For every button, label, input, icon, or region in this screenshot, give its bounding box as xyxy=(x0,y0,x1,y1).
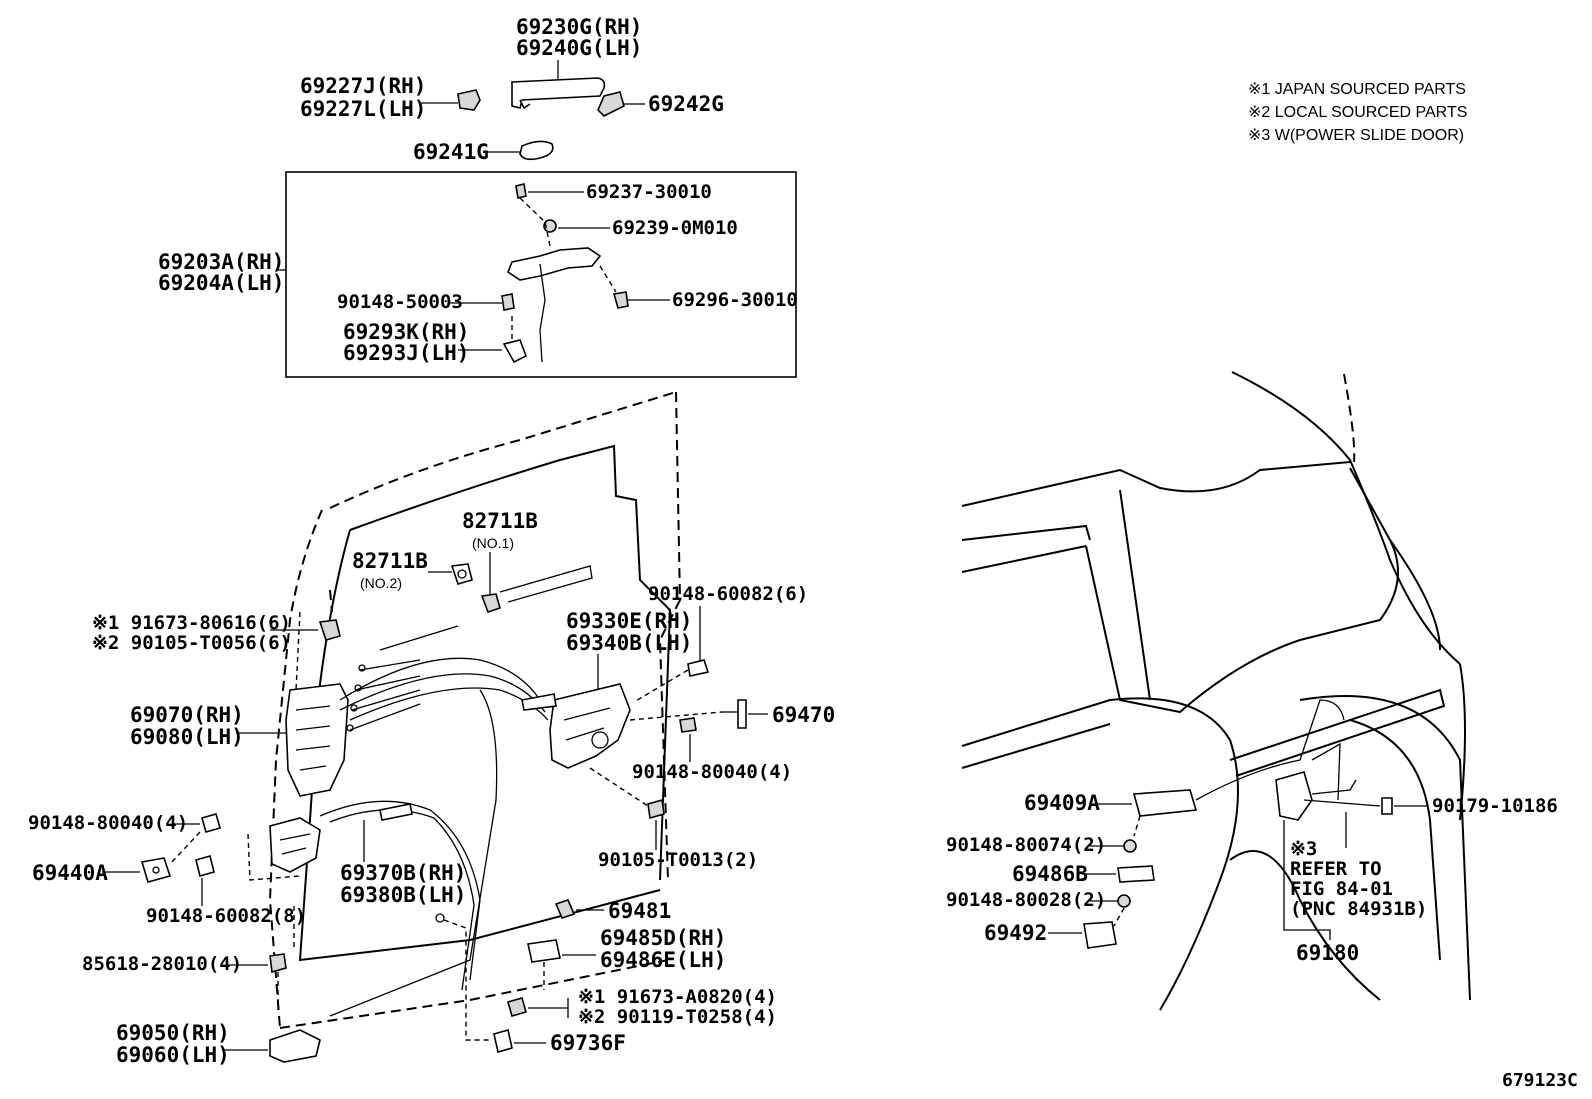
label-69492: 69492 xyxy=(984,921,1047,945)
lower-middle-group: 69481 69485D(RH) 69486E(LH) ※1 91673-A08… xyxy=(435,899,777,1055)
label-90148-80040-4-left: 90148-80040(4) xyxy=(28,812,188,834)
legend-notes: ※1 JAPAN SOURCED PARTS ※2 LOCAL SOURCED … xyxy=(1248,81,1467,144)
label-fig-84-01: FIG 84-01 xyxy=(1290,878,1393,900)
label-69293J: 69293J(LH) xyxy=(343,341,469,365)
label-90148-60082-8: 90148-60082(8) xyxy=(146,905,306,927)
label-69240G: 69240G(LH) xyxy=(516,36,642,60)
label-90148-50003: 90148-50003 xyxy=(337,291,463,313)
label-69470: 69470 xyxy=(772,703,835,727)
lower-left-group: 90148-80040(4) 69440A 90148-60082(8) 693… xyxy=(28,812,466,1067)
label-85618-28010: 85618-28010(4) xyxy=(82,953,242,975)
vehicle-body-outline xyxy=(961,371,1471,1011)
label-69080: 69080(LH) xyxy=(130,725,244,749)
closer-part xyxy=(1275,771,1313,821)
label-69370B: 69370B(RH) xyxy=(340,861,466,885)
stopper-part xyxy=(527,939,561,963)
label-69293K: 69293K(RH) xyxy=(343,320,469,344)
label-69230G: 69230G(RH) xyxy=(516,15,642,39)
lock-group: ※1 91673-80616(6) ※2 90105-T0056(6) 6907… xyxy=(92,611,421,797)
label-90179-10186: 90179-10186 xyxy=(1432,795,1558,817)
label-69409A: 69409A xyxy=(1024,791,1100,815)
rear-lock-part xyxy=(549,683,631,769)
label-82711B-no2: 82711B xyxy=(352,549,428,573)
label-69180: 69180 xyxy=(1296,941,1359,965)
striker-part xyxy=(1083,921,1117,949)
label-69736F: 69736F xyxy=(550,1031,626,1055)
label-82711B-no2-sub: (NO.2) xyxy=(360,575,402,591)
label-69237-30010: 69237-30010 xyxy=(586,181,712,203)
label-82711B-no1-sub: (NO.1) xyxy=(472,535,514,551)
bracket-part xyxy=(140,857,172,883)
label-82711B-no1: 82711B xyxy=(462,509,538,533)
label-note3-marker: ※3 xyxy=(1290,838,1317,860)
label-90148-60082-6: 90148-60082(6) xyxy=(648,583,808,605)
handle-cover-part xyxy=(597,91,625,117)
label-69440A: 69440A xyxy=(32,861,108,885)
label-90105-T0013: 90105-T0013(2) xyxy=(598,849,758,871)
label-69486B: 69486B xyxy=(1012,862,1088,886)
label-69227L: 69227L(LH) xyxy=(300,97,426,121)
label-69203A: 69203A(RH) xyxy=(158,250,284,274)
handle-cap-part xyxy=(457,89,481,111)
handle-pad-part xyxy=(519,140,554,161)
hinge-part xyxy=(269,1029,321,1063)
clip-group: 82711B (NO.1) 82711B (NO.2) xyxy=(352,509,538,614)
label-69204A: 69204A(LH) xyxy=(158,271,284,295)
note-japan-sourced: ※1 JAPAN SOURCED PARTS xyxy=(1248,81,1466,98)
door-lock-part xyxy=(285,683,349,797)
latch-part xyxy=(269,817,321,873)
outside-handle-group: 69230G(RH) 69240G(LH) 69227J(RH) 69227L(… xyxy=(300,15,724,164)
label-69242G: 69242G xyxy=(648,92,724,116)
label-90148-80074: 90148-80074(2) xyxy=(946,834,1106,856)
label-69060: 69060(LH) xyxy=(116,1043,230,1067)
label-refer-to: REFER TO xyxy=(1290,858,1382,880)
label-69241G: 69241G xyxy=(413,140,489,164)
label-91673-80616: ※1 91673-80616(6) xyxy=(92,612,291,634)
label-pnc-84931B: (PNC 84931B) xyxy=(1290,898,1427,920)
figure-id: 679123C xyxy=(1502,1070,1578,1091)
power-door-group: 69409A 90148-80074(2) 69486B 90148-80028… xyxy=(946,699,1558,965)
rear-lock-group: 69330E(RH) 69340B(LH) 90148-60082(6) 694… xyxy=(521,583,835,871)
note-local-sourced: ※2 LOCAL SOURCED PARTS xyxy=(1248,104,1467,121)
label-69296-30010: 69296-30010 xyxy=(672,289,798,311)
frame-assembly-box: 69203A(RH) 69204A(LH) 69237-30010 69239-… xyxy=(158,171,798,378)
label-90148-80028: 90148-80028(2) xyxy=(946,889,1106,911)
label-69380B: 69380B(LH) xyxy=(340,883,466,907)
label-69070: 69070(RH) xyxy=(130,703,244,727)
label-69050: 69050(RH) xyxy=(116,1021,230,1045)
label-69227J: 69227J(RH) xyxy=(300,74,426,98)
label-69330E: 69330E(RH) xyxy=(566,609,692,633)
cable-group xyxy=(319,657,549,1017)
note-power-slide-door: ※3 W(POWER SLIDE DOOR) xyxy=(1248,127,1464,144)
label-90105-T0056: ※2 90105-T0056(6) xyxy=(92,632,291,654)
label-69486E: 69486E(LH) xyxy=(600,948,726,972)
label-69239-0M010: 69239-0M010 xyxy=(612,217,738,239)
label-90119-T0258: ※2 90119-T0258(4) xyxy=(578,1006,777,1028)
handle-unit-part xyxy=(1132,789,1198,817)
label-69485D: 69485D(RH) xyxy=(600,926,726,950)
label-90148-80040-4-right: 90148-80040(4) xyxy=(632,761,792,783)
label-91673-A0820: ※1 91673-A0820(4) xyxy=(578,986,777,1008)
label-69481: 69481 xyxy=(608,899,671,923)
frame-part xyxy=(507,247,602,281)
label-69340B: 69340B(LH) xyxy=(566,631,692,655)
